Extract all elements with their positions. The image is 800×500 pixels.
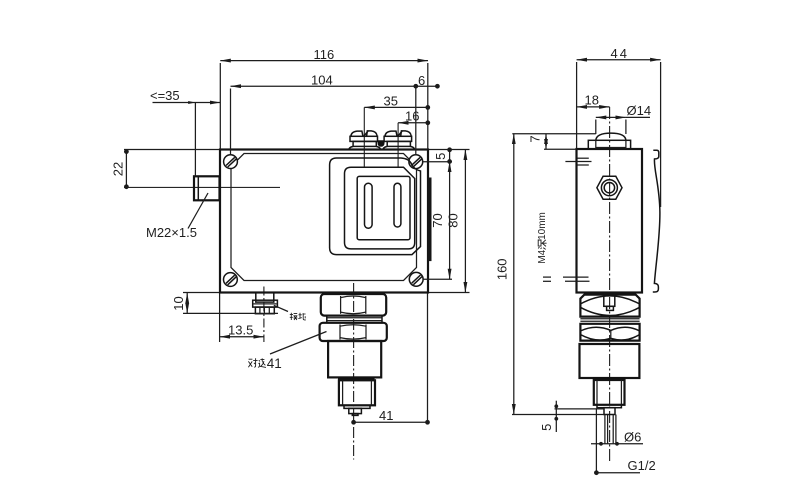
svg-text:6: 6	[418, 73, 425, 88]
svg-text:80: 80	[446, 213, 461, 227]
svg-text:44: 44	[611, 46, 629, 61]
svg-text:22: 22	[111, 162, 126, 176]
svg-text:41: 41	[379, 408, 393, 423]
svg-text:70: 70	[430, 213, 445, 227]
svg-text:13.5: 13.5	[228, 323, 253, 338]
svg-text:160: 160	[495, 258, 510, 280]
svg-text:Ø14: Ø14	[627, 103, 652, 118]
svg-text:5: 5	[539, 424, 554, 431]
svg-text:M4: M4	[537, 249, 548, 263]
svg-text:41: 41	[267, 356, 282, 371]
svg-text:16: 16	[405, 109, 419, 124]
svg-text:35: 35	[384, 94, 398, 109]
svg-text:5: 5	[433, 153, 448, 160]
svg-text:G1/2: G1/2	[628, 458, 656, 473]
svg-text:116: 116	[314, 47, 335, 62]
svg-text:<=35: <=35	[150, 88, 180, 103]
svg-text:18: 18	[585, 93, 599, 108]
svg-text:M22×1.5: M22×1.5	[146, 225, 197, 240]
svg-text:104: 104	[311, 73, 333, 88]
svg-text:10: 10	[171, 296, 186, 310]
svg-text:7: 7	[528, 135, 543, 142]
svg-text:Ø6: Ø6	[624, 430, 641, 445]
svg-text:10mm: 10mm	[537, 212, 548, 240]
